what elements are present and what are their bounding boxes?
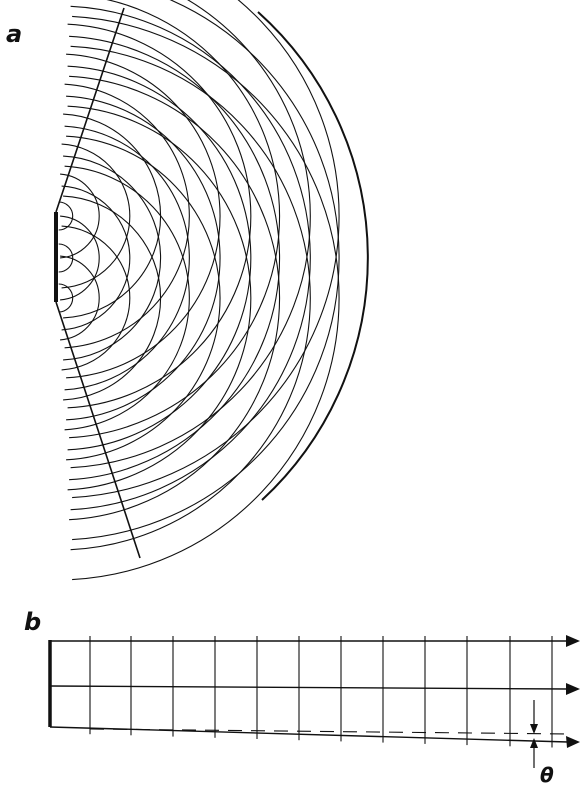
upper-wall-line [55,7,125,213]
wavelet-arc [66,135,221,461]
wavelet-arc [58,243,74,273]
wavelet-arc [69,35,281,481]
wavelet-arc [72,0,340,541]
wavefront-envelope [257,11,369,501]
wavelet-arc [61,225,131,371]
wavelet-arc [67,105,252,491]
wavelet-arc [64,83,190,349]
panel-b: b θ [24,608,580,787]
dashed-reference-line [89,728,569,735]
panel-a: a [6,0,369,581]
wavelet-arc [70,5,311,511]
wavelet-arc [63,155,162,361]
wavelet-arc [69,75,281,521]
wavelet-arc [60,215,100,301]
bottom-arrowhead [566,736,580,748]
wavelet-arc [64,165,190,431]
wavelet-arc [72,0,340,499]
wavelet-arc [58,283,74,313]
panel-a-label: a [6,20,22,48]
middle-arrowhead [566,683,580,695]
wavelet-arc [72,15,340,581]
wavelet-arc [61,143,131,289]
wavelet-arc [63,195,162,401]
wavelet-arc [58,201,74,231]
panel-b-label: b [24,608,41,636]
theta-down-arrowhead [530,724,538,734]
wavelet-arc [60,255,100,341]
wavelet-arc [70,0,311,469]
wavelet-arcs [58,0,369,581]
wavelet-arc [67,65,252,451]
middle-ray-line [49,685,569,690]
lower-wall-line [55,301,141,559]
bottom-ray-line [49,726,569,743]
wavelet-arc [67,23,252,409]
grid-lines [89,636,553,748]
wavelet-arc [64,125,190,391]
top-arrowhead [566,635,580,647]
wavelet-arc [70,45,311,551]
theta-label: θ [540,763,554,787]
theta-up-arrowhead [530,738,538,748]
wavelet-arc [66,53,221,379]
wavelet-arc [69,0,281,439]
wavelet-arc [66,95,221,421]
wavelet-arc [60,173,100,259]
